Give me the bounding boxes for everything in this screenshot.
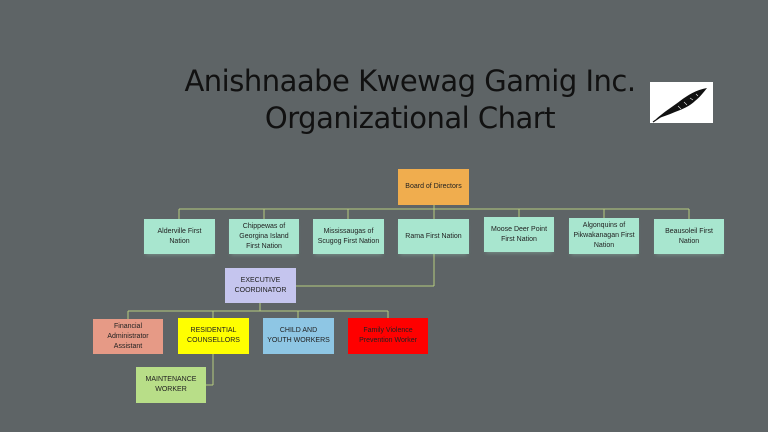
nation-label: Rama First Nation: [405, 232, 462, 240]
financial-administrator-label: Financial Administrator Assistant: [107, 322, 149, 350]
nation-box-rama: Rama First Nation: [398, 219, 469, 254]
executive-coordinator-box: EXECUTIVE COORDINATOR: [225, 268, 296, 303]
feather-icon: [650, 82, 713, 123]
family-violence-worker-box: Family Violence Prevention Worker: [348, 318, 428, 354]
nation-label: Beausoleil First Nation: [665, 227, 713, 245]
maintenance-worker-label: MAINTENANCE WORKER: [145, 376, 197, 393]
nation-box-algonquins: Algonquins of Pikwakanagan First Nation: [569, 218, 639, 254]
residential-counsellors-box: RESIDENTIAL COUNSELLORS: [178, 318, 249, 354]
nation-box-chippewas: Chippewas of Georgina Island First Natio…: [229, 219, 299, 254]
chart-title-line1: Anishnaabe Kwewag Gamig Inc.: [184, 64, 636, 98]
nation-box-beausoleil: Beausoleil First Nation: [654, 219, 724, 254]
nation-label: Mississaugas of Scugog First Nation: [317, 227, 380, 245]
family-violence-worker-label: Family Violence Prevention Worker: [359, 327, 417, 344]
chart-title-line2: Organizational Chart: [264, 101, 556, 135]
residential-counsellors-label: RESIDENTIAL COUNSELLORS: [187, 327, 240, 344]
nation-box-alderville: Alderville First Nation: [144, 219, 215, 254]
nation-label: Moose Deer Point First Nation: [490, 225, 548, 243]
board-of-directors-label: Board of Directors: [405, 183, 462, 190]
financial-administrator-box: Financial Administrator Assistant: [93, 319, 163, 354]
child-youth-workers-box: CHILD AND YOUTH WORKERS: [263, 318, 334, 354]
nation-label: Chippewas of Georgina Island First Natio…: [239, 222, 289, 250]
nation-label: Alderville First Nation: [157, 227, 202, 245]
child-youth-workers-label: CHILD AND YOUTH WORKERS: [267, 327, 330, 344]
nation-label: Algonquins of Pikwakanagan First Nation: [573, 222, 635, 249]
executive-coordinator-label: EXECUTIVE COORDINATOR: [234, 276, 287, 294]
nation-box-moose-deer-point: Moose Deer Point First Nation: [484, 217, 554, 252]
maintenance-worker-box: MAINTENANCE WORKER: [136, 367, 206, 403]
board-of-directors-box: Board of Directors: [398, 169, 469, 205]
nation-box-mississaugas: Mississaugas of Scugog First Nation: [313, 219, 384, 254]
